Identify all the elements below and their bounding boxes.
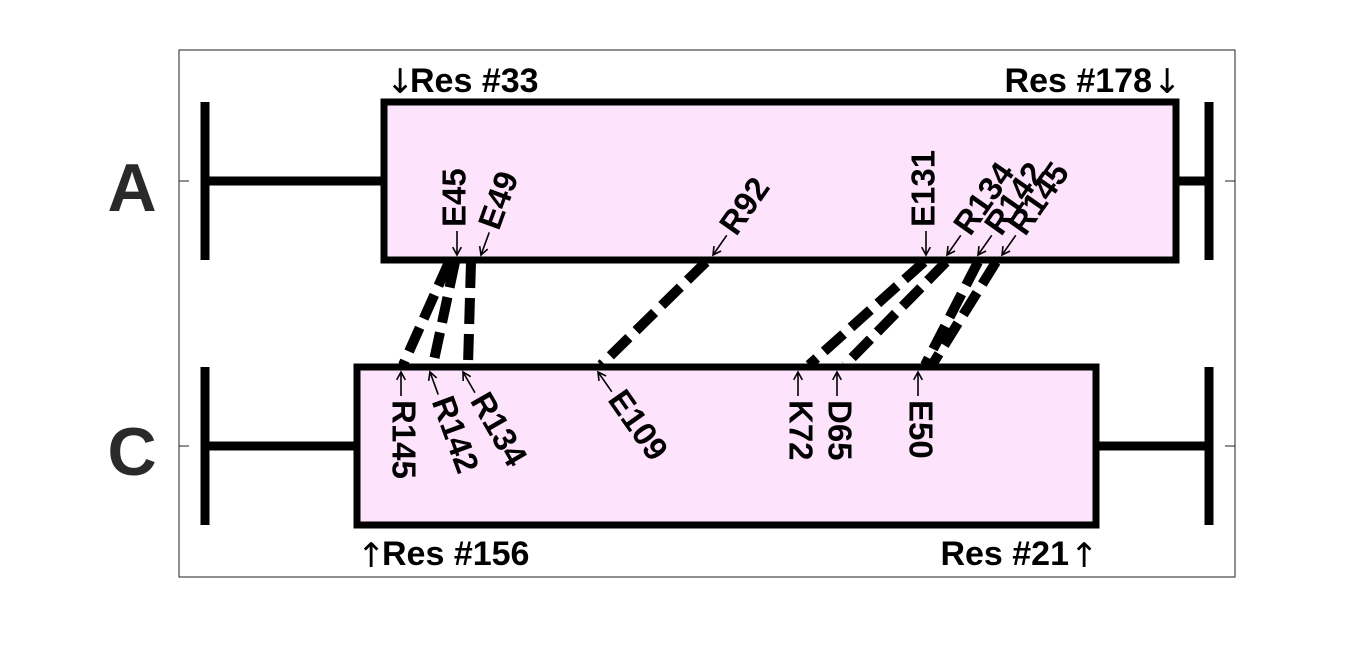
site-label: R145 [385, 400, 422, 479]
site-bottom-r145: R145 [385, 370, 422, 479]
res-end-arrow-top: ↓ [1153, 62, 1182, 102]
res-end-arrow-bottom: ↑ [1070, 536, 1099, 576]
res-start-arrow-bottom: ↑ [357, 536, 386, 576]
site-arrowhead [597, 370, 607, 382]
site-arrow [977, 234, 993, 256]
site-arrowhead [977, 245, 987, 257]
link-e131-k72 [805, 258, 928, 369]
site-bottom-d65: D65 [821, 370, 858, 461]
res-start-label-bottom: Res #156 [382, 535, 529, 573]
chain-bottom-backbone [200, 367, 1214, 525]
link-r92-e109 [597, 258, 710, 369]
link-e45-r142 [428, 260, 460, 367]
site-bottom-e50: E50 [902, 370, 939, 459]
site-label: E45 [436, 168, 473, 227]
site-arrowhead [395, 370, 407, 381]
res-end-label-top: Res #178 [1005, 62, 1152, 100]
site-arrow [712, 234, 728, 256]
site-arrow [462, 371, 476, 394]
interaction-links [398, 258, 1001, 369]
site-arrowhead [946, 245, 956, 257]
site-arrowhead [712, 245, 722, 257]
chain-label-bottom: C [107, 414, 156, 490]
link-r145-e50 [927, 259, 1001, 368]
link-e49-r134 [463, 261, 476, 366]
site-label: D65 [821, 400, 858, 461]
res-start-label-top: Res #33 [410, 62, 539, 100]
site-arrowhead [920, 246, 932, 257]
site-arrowhead [831, 370, 843, 381]
site-arrowhead [462, 370, 472, 382]
link-r142-e50 [920, 259, 983, 368]
site-label: E131 [905, 150, 942, 227]
site-arrowhead [912, 370, 924, 381]
site-arrowhead [478, 245, 489, 257]
site-arrow [480, 232, 490, 256]
site-arrow [946, 234, 962, 256]
site-arrowhead [451, 246, 463, 257]
site-top-e45: E45 [436, 168, 473, 257]
site-top-e131: E131 [905, 150, 942, 257]
site-arrow [429, 371, 439, 395]
link-r134-d65 [841, 258, 950, 369]
chain-label-top: A [107, 150, 156, 226]
site-bottom-k72: K72 [782, 370, 819, 461]
plot-frame [178, 49, 1236, 578]
site-arrowhead [1001, 245, 1011, 257]
chain-top-domain [380, 98, 1180, 264]
site-arrow [1001, 234, 1017, 256]
link-e45-r145 [398, 259, 454, 368]
site-arrowhead [792, 370, 804, 381]
site-arrowhead [427, 370, 438, 382]
site-label: K72 [782, 400, 819, 461]
res-end-label-bottom: Res #21 [940, 535, 1069, 573]
site-label: E50 [902, 400, 939, 459]
chain-top-backbone [200, 102, 1214, 260]
site-arrow [597, 371, 613, 393]
res-start-arrow-top: ↓ [386, 62, 415, 102]
chain-bottom-domain [353, 363, 1100, 529]
